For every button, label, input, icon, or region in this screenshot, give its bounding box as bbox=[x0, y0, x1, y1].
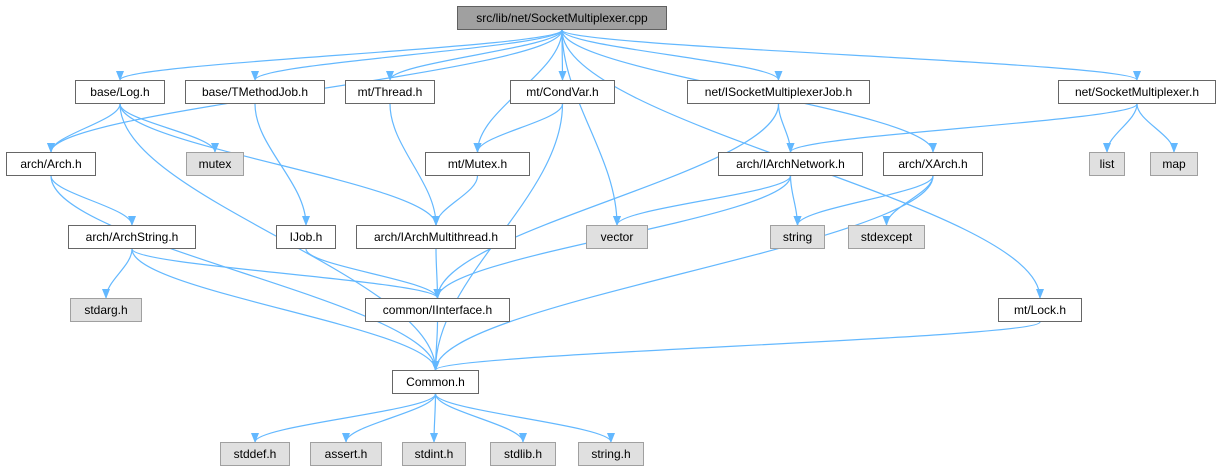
edge-mt_lock-to-common bbox=[431, 321, 1041, 371]
node-assert-h-system: assert.h bbox=[310, 442, 382, 466]
edge-arch_xarch-to-common bbox=[431, 175, 934, 371]
node-stdarg-h-system: stdarg.h bbox=[70, 298, 142, 322]
edge-mt_mutex-to-arch_iarchmultithread bbox=[432, 175, 479, 226]
node-list-system: list bbox=[1089, 152, 1125, 176]
node-stdlib-h-system: stdlib.h bbox=[490, 442, 556, 466]
edge-root-to-net_isocketmultiplexerjob bbox=[561, 29, 783, 81]
edge-root-to-mt_thread bbox=[386, 29, 563, 81]
edge-arch_archstring-to-common_iinterface bbox=[131, 248, 442, 299]
node-stdint-h-system: stdint.h bbox=[402, 442, 466, 466]
node-arch-arch-h[interactable]: arch/Arch.h bbox=[6, 152, 96, 176]
edge-root-to-net_socketmultiplexer bbox=[561, 29, 1141, 81]
node-vector-system: vector bbox=[586, 225, 648, 249]
node-common-h[interactable]: Common.h bbox=[392, 370, 479, 394]
node-arch-archstring-h[interactable]: arch/ArchString.h bbox=[68, 225, 196, 249]
edge-net_socketmultiplexer-to-arch_iarchnetwork bbox=[786, 103, 1138, 153]
edge-base_log-to-arch_arch bbox=[47, 103, 121, 153]
edge-common-to-stddef bbox=[251, 393, 437, 443]
edge-mt_thread-to-arch_iarchmultithread bbox=[389, 103, 440, 226]
edge-arch_iarchmultithread-to-common_iinterface bbox=[433, 248, 442, 299]
edge-arch_arch-to-common bbox=[50, 175, 440, 371]
edge-root-to-base_log bbox=[116, 29, 563, 81]
node-string-system: string bbox=[770, 225, 825, 249]
edge-common-to-assert bbox=[342, 393, 437, 443]
node-mutex-system: mutex bbox=[186, 152, 244, 176]
node-base-tmethodjob-h[interactable]: base/TMethodJob.h bbox=[185, 80, 325, 104]
edge-root-to-base_tmethodjob bbox=[251, 29, 563, 81]
edge-arch_arch-to-arch_archstring bbox=[50, 175, 136, 226]
node-mt-condvar-h[interactable]: mt/CondVar.h bbox=[510, 80, 615, 104]
edge-root-to-vector bbox=[561, 29, 621, 226]
node-map-system: map bbox=[1150, 152, 1198, 176]
edge-arch_iarchnetwork-to-string bbox=[789, 175, 802, 226]
edge-common-to-stdlib bbox=[434, 393, 527, 443]
node-mt-lock-h[interactable]: mt/Lock.h bbox=[998, 298, 1082, 322]
edge-ijob-to-common_iinterface bbox=[305, 248, 442, 299]
node-arch-iarchnetwork-h[interactable]: arch/IArchNetwork.h bbox=[718, 152, 863, 176]
edge-net_isocketmultiplexerjob-to-arch_iarchnetwork bbox=[777, 103, 795, 153]
edge-mt_condvar-to-mt_mutex bbox=[473, 103, 564, 153]
edge-arch_iarchnetwork-to-vector bbox=[613, 175, 792, 226]
node-stddef-h-system: stddef.h bbox=[220, 442, 290, 466]
edge-arch_archstring-to-stdarg bbox=[102, 248, 133, 299]
node-arch-xarch-h[interactable]: arch/XArch.h bbox=[883, 152, 983, 176]
edge-net_isocketmultiplexerjob-to-common_iinterface bbox=[433, 103, 780, 299]
node-stdexcept-system: stdexcept bbox=[848, 225, 925, 249]
edge-arch_xarch-to-string bbox=[793, 175, 934, 226]
node-ijob-h[interactable]: IJob.h bbox=[276, 225, 336, 249]
node-string-h-system: string.h bbox=[578, 442, 644, 466]
edge-net_socketmultiplexer-to-list bbox=[1103, 103, 1138, 153]
node-mt-mutex-h[interactable]: mt/Mutex.h bbox=[425, 152, 530, 176]
node-mt-thread-h[interactable]: mt/Thread.h bbox=[345, 80, 435, 104]
node-net-socketmultiplexer-h[interactable]: net/SocketMultiplexer.h bbox=[1058, 80, 1216, 104]
node-base-log-h[interactable]: base/Log.h bbox=[75, 80, 165, 104]
edge-base_log-to-arch_iarchmultithread bbox=[119, 103, 440, 226]
node-common-iinterface-h[interactable]: common/IInterface.h bbox=[365, 298, 510, 322]
node-net-isocketmultiplexerjob-h[interactable]: net/ISocketMultiplexerJob.h bbox=[687, 80, 870, 104]
edge-base_log-to-mutex bbox=[119, 103, 219, 153]
edge-common-to-stdint bbox=[430, 393, 439, 443]
edge-common-to-string_h bbox=[434, 393, 615, 443]
edge-arch_archstring-to-common bbox=[131, 248, 440, 371]
node-arch-iarchmultithread-h[interactable]: arch/IArchMultithread.h bbox=[356, 225, 516, 249]
edge-net_socketmultiplexer-to-map bbox=[1136, 103, 1178, 153]
node-root-socketmultiplexer-cpp[interactable]: src/lib/net/SocketMultiplexer.cpp bbox=[457, 6, 667, 30]
edge-base_tmethodjob-to-ijob bbox=[254, 103, 310, 226]
